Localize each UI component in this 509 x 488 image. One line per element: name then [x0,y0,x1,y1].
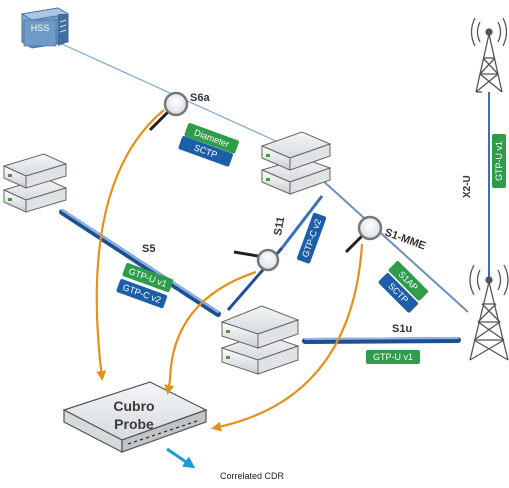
probe-label-line2: Probe [114,416,154,432]
s1-mme-capture-arrow [211,243,364,432]
cdr-output-label: Correlated CDR [220,471,285,481]
tag-x2-gtpu: GTP-U v1 [492,134,506,188]
hss-server: HSS [20,7,70,49]
interface-s11-label: S11 [272,216,287,237]
s5-pipe [59,209,221,317]
interface-s6a-label: S6a [190,92,210,104]
s6a-tap-magnifier [148,91,189,132]
tag-s1u-gtpu: GTP-U v1 [366,350,420,364]
tag-s11-gtpc-text: GTP-C v2 [300,218,323,259]
interface-s1-mme-label: S1-MME [383,227,427,253]
mme-server [260,131,332,195]
tag-x2-gtpu-text: GTP-U v1 [494,141,504,181]
s6a-capture-arrow [95,109,165,381]
interface-s5-label: S5 [142,243,155,255]
interface-s1u-label: S1u [392,323,412,335]
cubro-probe: Cubro Probe [62,381,208,453]
tag-s6a-sctp: SCTP [178,136,233,167]
hss-label: HSS [31,23,50,33]
s11-capture-arrow [164,270,257,395]
tag-s11-gtpc: GTP-C v2 [297,212,327,264]
pgw-server [2,153,68,213]
s1u-pipe [302,337,461,344]
tower-top [470,17,508,93]
probe-label-line1: Cubro [113,398,154,414]
interface-x2-u-label: X2-U [462,175,473,198]
tower-enodeb [469,264,509,361]
s1-mme-tap-magnifier [344,215,383,254]
s11-tap-magnifier [233,248,280,272]
tag-s1u-gtpu-text: GTP-U v1 [373,352,413,362]
mme-enodeb-link [299,159,469,313]
cdr-output-arrow [166,447,196,469]
sgw-server [220,305,300,375]
